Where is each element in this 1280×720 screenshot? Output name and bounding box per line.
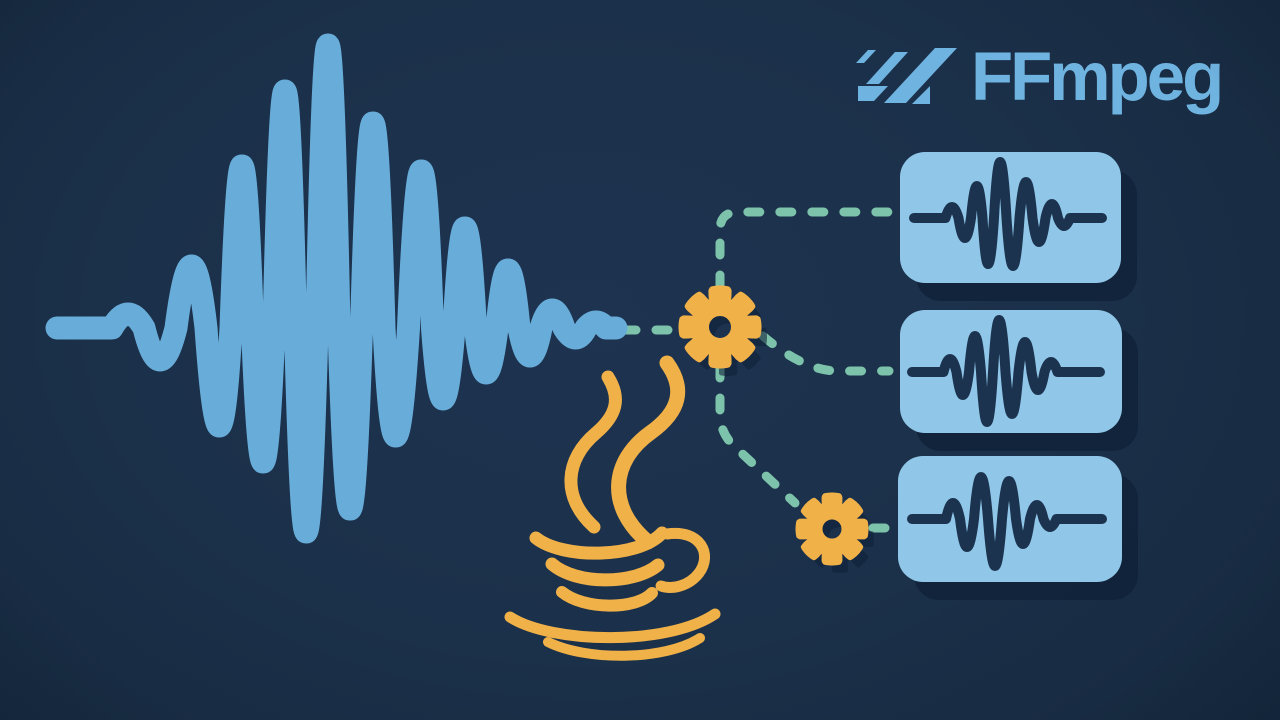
java-logo-steam-right bbox=[611, 355, 686, 550]
output-card-2 bbox=[900, 310, 1122, 433]
java-logo-handle bbox=[655, 527, 710, 593]
java-logo-cup-band-2 bbox=[545, 557, 665, 587]
gears bbox=[678, 285, 874, 573]
ffmpeg-icon-shape-3 bbox=[858, 86, 888, 101]
source-waveform bbox=[45, 33, 628, 544]
java-logo-cup-band-3 bbox=[556, 586, 658, 612]
ffmpeg-icon-shape-1 bbox=[856, 50, 876, 63]
output-cards bbox=[898, 152, 1138, 600]
output-card-3 bbox=[898, 456, 1122, 582]
ffmpeg-wordmark: FFmpeg bbox=[971, 38, 1224, 115]
connectors bbox=[619, 207, 896, 533]
ffmpeg-icon-shape-4 bbox=[884, 48, 957, 103]
source-waveform-path bbox=[45, 33, 628, 544]
ffmpeg-icon-shape-5 bbox=[912, 86, 930, 104]
pipeline-connector-gear1-to-gear2 bbox=[715, 361, 800, 508]
pipeline-connector-gear1-to-card1 bbox=[715, 207, 893, 292]
output-waveform-2 bbox=[907, 315, 1105, 427]
gear-icon-2 bbox=[795, 492, 869, 566]
gear-icon-1 bbox=[678, 285, 762, 369]
java-logo-steam-left bbox=[564, 370, 622, 534]
java-logo bbox=[504, 355, 721, 661]
java-logo-cup-rim bbox=[529, 526, 669, 560]
ffmpeg-icon-shape-2 bbox=[866, 52, 908, 84]
ffmpeg-icon bbox=[856, 48, 957, 104]
java-logo-saucer-2 bbox=[543, 633, 705, 661]
java-logo-saucer-1 bbox=[504, 608, 721, 644]
output-waveform-1 bbox=[909, 157, 1107, 271]
pipeline-connector-gear1-to-card2 bbox=[758, 331, 894, 376]
output-waveform-3 bbox=[907, 472, 1107, 571]
